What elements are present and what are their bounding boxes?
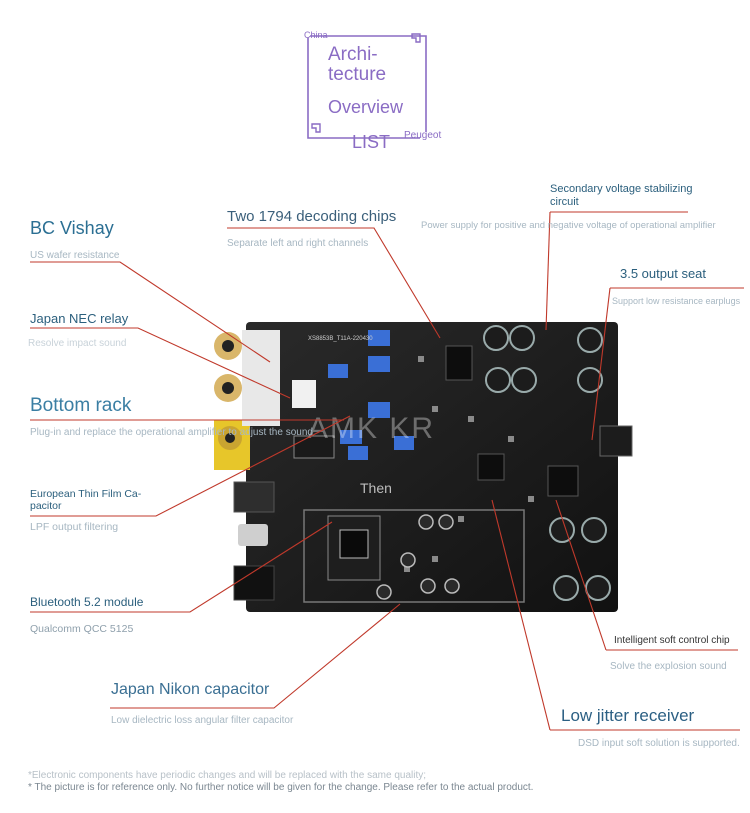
label-jitter-title: Low jitter receiver xyxy=(561,706,695,725)
footer-note-2: * The picture is for reference only. No … xyxy=(28,782,534,793)
label-thin-film-title-l2: pacitor xyxy=(30,500,62,512)
label-secondary-voltage-sub: Power supply for positive and negative v… xyxy=(421,220,716,231)
header-frame: China Archi- tecture Overview LIST Peuge… xyxy=(304,30,441,152)
label-decoding-chips-title: Two 1794 decoding chips xyxy=(227,208,397,225)
label-bluetooth-sub: Qualcomm QCC 5125 xyxy=(30,623,134,635)
label-decoding-chips-sub: Separate left and right channels xyxy=(227,238,369,249)
header-title-line4: LIST xyxy=(352,132,391,152)
label-soft-control-title: Intelligent soft control chip xyxy=(614,635,730,646)
label-bc-vishay-sub: US wafer resistance xyxy=(30,250,120,261)
label-jitter-sub: DSD input soft solution is supported. xyxy=(578,738,740,749)
footer-note-1: *Electronic components have periodic cha… xyxy=(28,770,427,781)
header-corner-br: Peugeot xyxy=(404,130,442,141)
label-nec-relay-title: Japan NEC relay xyxy=(30,311,129,326)
label-nikon-title: Japan Nikon capacitor xyxy=(111,681,270,698)
pcb-board-photo: XS8853B_T11A-220430 AMK KR Then xyxy=(208,316,648,616)
label-nikon-sub: Low dielectric loss angular filter capac… xyxy=(111,715,294,726)
label-bottom-rack-title: Bottom rack xyxy=(30,395,132,416)
board-silk-text: XS8853B_T11A-220430 xyxy=(308,336,373,342)
frame-ornament xyxy=(307,33,427,139)
label-output-seat-title: 3.5 output seat xyxy=(620,266,707,281)
label-bluetooth-title: Bluetooth 5.2 module xyxy=(30,595,144,609)
header-title-line2: tecture xyxy=(328,64,387,85)
label-output-seat-sub: Support low resistance earplugs xyxy=(612,296,741,306)
label-secondary-voltage-title-l2: circuit xyxy=(550,196,579,208)
label-secondary-voltage-title-l1: Secondary voltage stabilizing xyxy=(550,183,693,195)
header-corner-tl: China xyxy=(304,30,328,40)
label-nec-relay-sub: Resolve impact sound xyxy=(28,338,127,349)
label-thin-film-sub: LPF output filtering xyxy=(30,521,119,533)
board-center-text: Then xyxy=(360,480,392,496)
board-watermark: AMK KR xyxy=(308,412,436,445)
label-bc-vishay-title: BC Vishay xyxy=(30,218,114,238)
label-bottom-rack-sub: Plug-in and replace the operational ampl… xyxy=(30,427,313,438)
pcb-board-illustration xyxy=(214,322,633,612)
label-soft-control-sub: Solve the explosion sound xyxy=(610,661,727,672)
label-thin-film-title-l1: European Thin Film Ca- xyxy=(30,488,142,500)
header-title-line1: Archi- xyxy=(328,44,378,65)
header-title-line3: Overview xyxy=(328,97,404,117)
